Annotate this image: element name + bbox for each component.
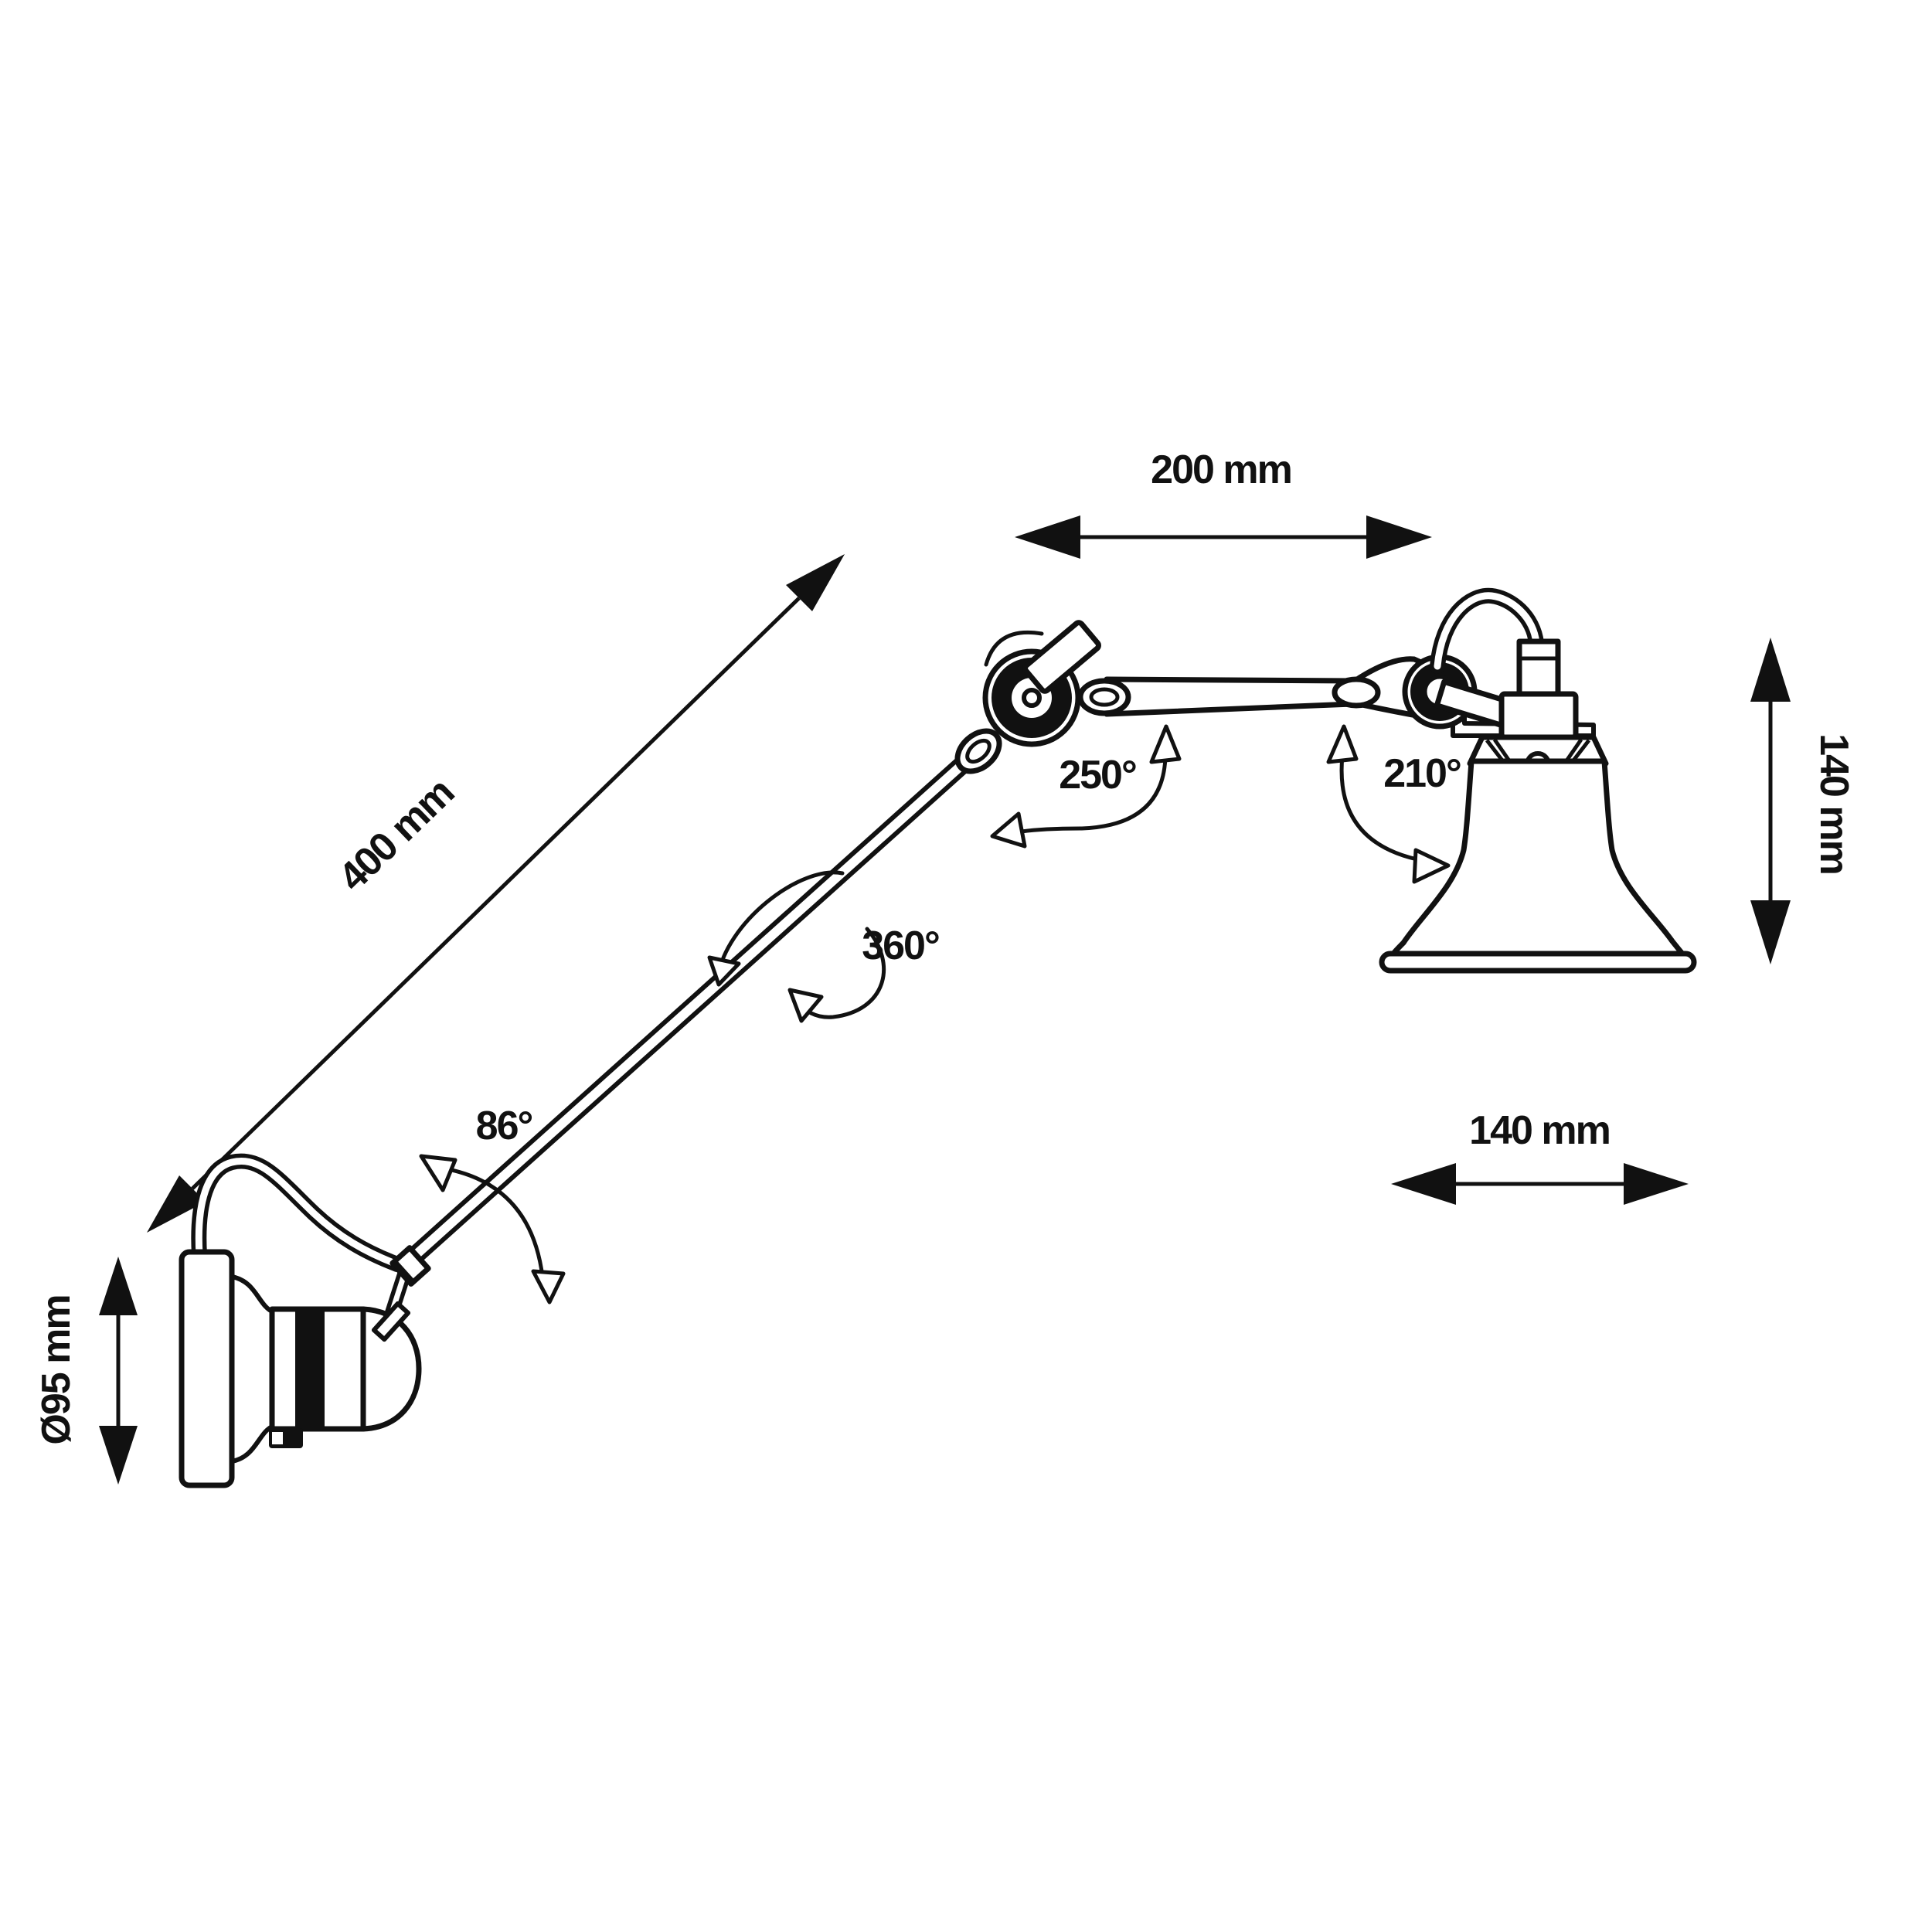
arrow-right-icon [1366,515,1432,559]
dome-collar [371,1301,411,1342]
rotation-arrowhead-icon [1412,848,1451,884]
dim-arrow-95mm: Ø95 mm [34,1257,138,1485]
rotation-arrowhead-icon [531,1269,566,1304]
arrow-downleft-icon [147,1175,206,1233]
socket-block [1498,691,1579,740]
rot-label-arm-axis: 360° [862,923,939,968]
arrow-left-icon [1015,515,1080,559]
arrow-down-icon [1750,900,1791,964]
shade-joint [1332,654,1596,738]
elbow-joint [954,620,1131,774]
arrow-up-icon [99,1257,138,1315]
dim-arrow-140mm-height: 140 mm [1750,638,1856,964]
arrow-upright-icon [786,554,845,611]
arrow-down-icon [99,1426,138,1485]
elbow-bracket [1022,620,1101,694]
rotation-arc-210: 210° [1326,724,1462,884]
dim-arrow-200mm: 200 mm [1015,447,1432,559]
dim-label-shade-height: 140 mm [1811,733,1856,874]
wall-plate [179,1249,235,1488]
rotation-arrowhead-icon [1149,724,1182,764]
rotation-arrowhead-icon [990,811,1027,849]
wall-mount [179,1245,431,1488]
lampholder-band [295,1309,325,1429]
wall-cable [191,1153,405,1272]
shade-assembly [1379,638,1697,974]
mount-funnel [230,1274,276,1464]
dim-label-wall-plate: Ø95 mm [34,1295,79,1444]
cable-connector [1516,638,1561,699]
shade-cable [1430,587,1544,674]
ferrule-cap [391,1259,416,1286]
rotation-arrowhead-icon [787,988,824,1023]
rot-label-elbow: 250° [1059,753,1136,798]
rotation-arc-360: 360° [707,870,940,1023]
elbow-strap-edge [984,630,1044,667]
dim-label-arm-upper: 200 mm [1151,447,1291,492]
elbow-upper-link [1077,678,1131,716]
rot-label-shade-joint: 210° [1383,751,1461,796]
rotation-arrowhead-icon [419,1154,457,1192]
rotation-arrowhead-icon [707,955,741,987]
arrow-up-icon [1750,638,1791,702]
rot-label-wall-joint: 86° [476,1104,532,1148]
switch-button [272,1432,283,1444]
rotation-arc-250: 250° [990,724,1182,849]
dim-label-shade-width: 140 mm [1469,1108,1610,1153]
elbow-axle [1022,688,1042,708]
upper-arm-bar [1104,676,1355,717]
shade-rim [1379,951,1697,974]
dim-label-arm-lower: 400 mm [330,770,462,900]
lower-arm-tube [408,747,981,1263]
clevis-link [1332,676,1381,709]
rotation-arc-86: 86° [419,1104,566,1304]
arrow-left-icon [1391,1163,1456,1205]
rotation-arrowhead-icon [1326,724,1359,764]
dim-arrow-140mm-width: 140 mm [1391,1108,1689,1205]
arrow-right-icon [1624,1163,1689,1205]
